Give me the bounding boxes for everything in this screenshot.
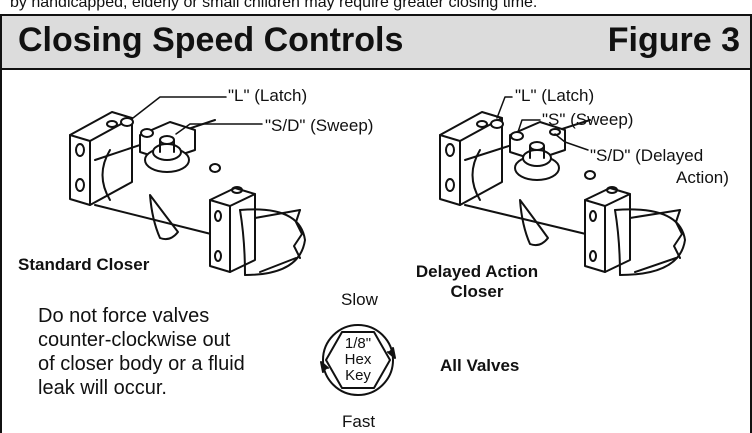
- figure-frame: Closing Speed Controls Figure 3: [0, 14, 752, 433]
- latch-label-right: "L" (Latch): [515, 86, 595, 105]
- hex-key-diagram: [320, 324, 396, 396]
- delayed-action-closer-drawing: [439, 111, 686, 276]
- figure-title: Closing Speed Controls: [18, 21, 404, 59]
- sweep-label-left: "S/D" (Sweep): [265, 116, 374, 135]
- fast-label: Fast: [342, 412, 376, 431]
- sweep-label-right: "S" (Sweep): [542, 110, 634, 129]
- slow-label: Slow: [341, 290, 378, 309]
- standard-closer-caption: Standard Closer: [18, 255, 150, 274]
- standard-closer-drawing: [69, 111, 306, 276]
- all-valves-label: All Valves: [440, 356, 520, 375]
- title-bar: Closing Speed Controls Figure 3: [2, 16, 750, 70]
- warning-note: Do not force valves counter-clockwise ou…: [38, 305, 245, 399]
- figure-number: Figure 3: [607, 21, 740, 59]
- delayed-closer-caption-2: Closer: [450, 282, 504, 301]
- delayed-action-valve-label-2: Action): [676, 168, 729, 187]
- hex-key-size: 1/8" Hex Key: [344, 335, 372, 384]
- cut-off-text: by handicapped, elderly or small childre…: [10, 0, 538, 11]
- delayed-action-valve-label: "S/D" (Delayed: [590, 146, 704, 165]
- delayed-closer-caption-1: Delayed Action: [415, 262, 539, 281]
- latch-label-left: "L" (Latch): [228, 86, 308, 105]
